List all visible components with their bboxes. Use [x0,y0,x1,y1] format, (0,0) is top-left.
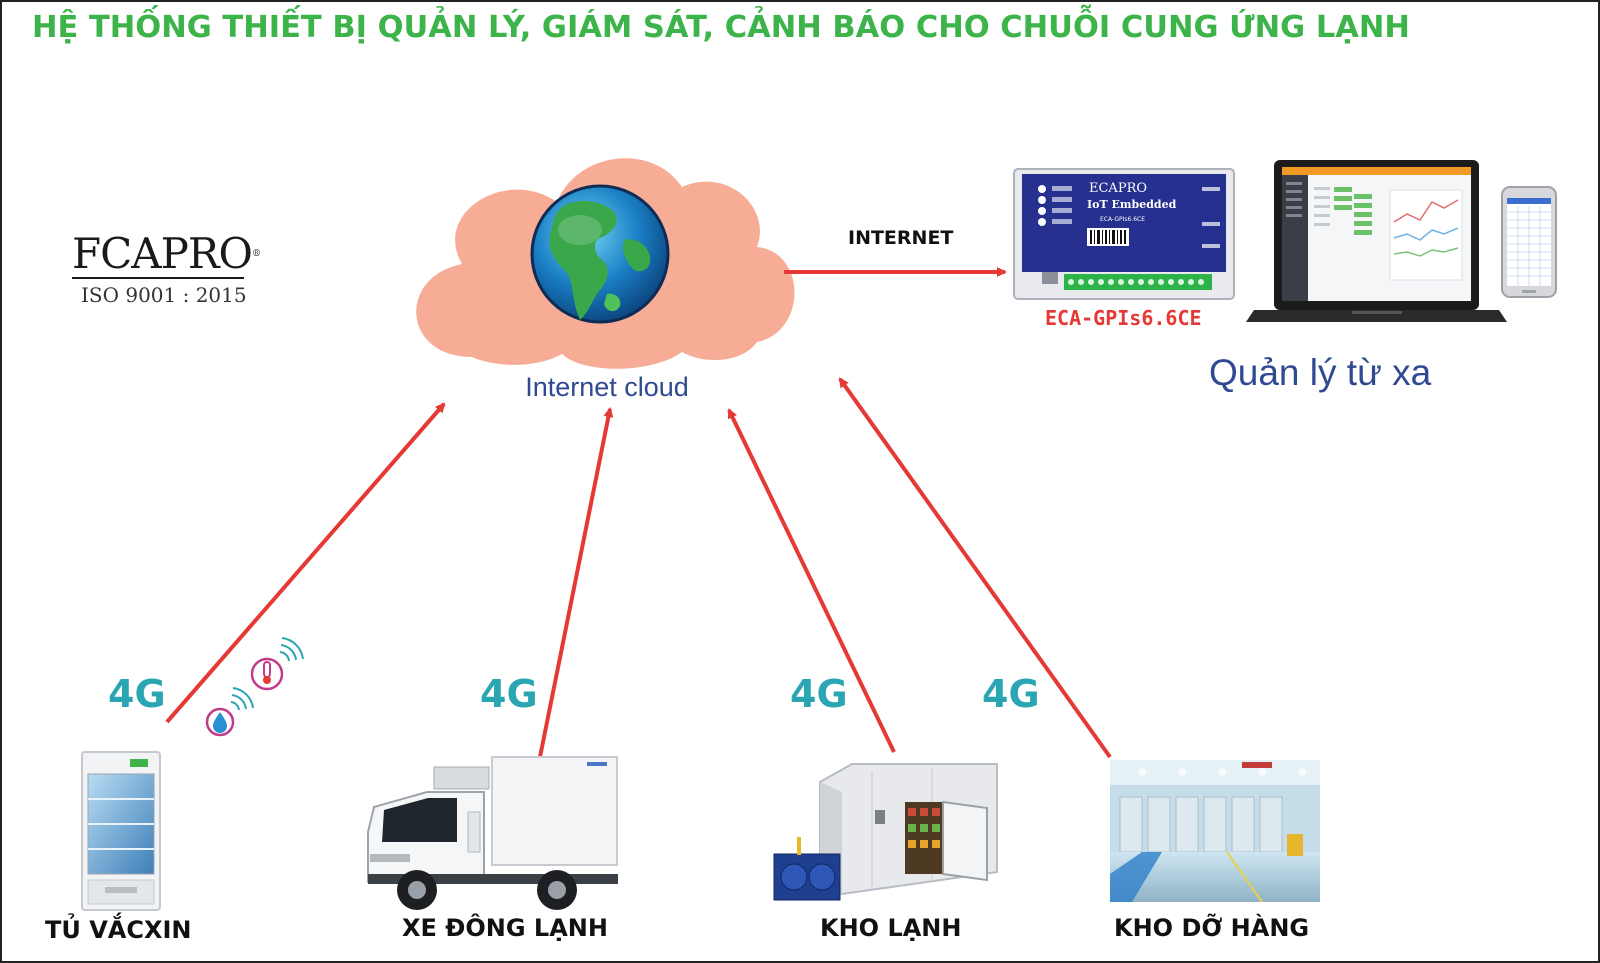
arrow-truck [537,407,614,763]
device-name: ECA-GPIs6.6CE [1045,306,1202,330]
compressor-unit [773,837,841,901]
arrow-warehouse [838,377,1112,759]
barcode [1087,228,1129,246]
laptop-icon [1246,160,1507,322]
cloud-label: Internet cloud [525,372,689,402]
logo-underline [72,277,244,279]
iso-certification: ISO 9001 : 2015 [81,283,247,307]
thermometer-sensor-icon [250,637,304,691]
cold-room-icon [773,763,998,901]
remote-management-label: Quản lý từ xa [1209,352,1432,393]
company-logo: FCAPRO® ISO 9001 : 2015 [72,232,262,307]
refrigerated-truck-icon [367,756,618,910]
device-brand: ECAPRO [1089,181,1147,196]
network-label-truck: 4G [480,672,538,716]
network-label-warehouse: 4G [982,672,1040,716]
page-title: HỆ THỐNG THIẾT BỊ QUẢN LÝ, GIÁM SÁT, CẢN… [32,10,1410,45]
terminal-block [1064,274,1212,290]
registered-mark: ® [251,249,261,259]
humidity-sensor-icon [205,687,254,737]
loading-warehouse-icon [1110,760,1320,903]
globe-icon [530,184,670,324]
arrow-cold-room [727,408,896,753]
device-product-line: IoT Embedded [1087,198,1177,211]
site-label-vaccine-fridge: TỦ VẮCXIN [45,916,192,944]
internet-label: INTERNET [848,227,954,249]
network-label-vaccine-fridge: 4G [108,672,166,716]
site-label-cold-room: KHO LẠNH [820,914,962,942]
site-label-warehouse: KHO DỠ HÀNG [1114,914,1310,942]
logo-brand: FCAPRO® [72,229,261,278]
device-model-small: ECA-GPIs6.6CE [1100,216,1145,223]
smartphone-icon [1501,186,1557,298]
vaccine-fridge-icon [81,751,161,911]
network-label-cold-room: 4G [790,672,848,716]
arrow-vaccine-fridge [165,402,446,724]
iot-device: ECAPRO IoT Embedded ECA-GPIs6.6CE [1013,168,1235,300]
site-label-truck: XE ĐÔNG LẠNH [402,914,608,942]
